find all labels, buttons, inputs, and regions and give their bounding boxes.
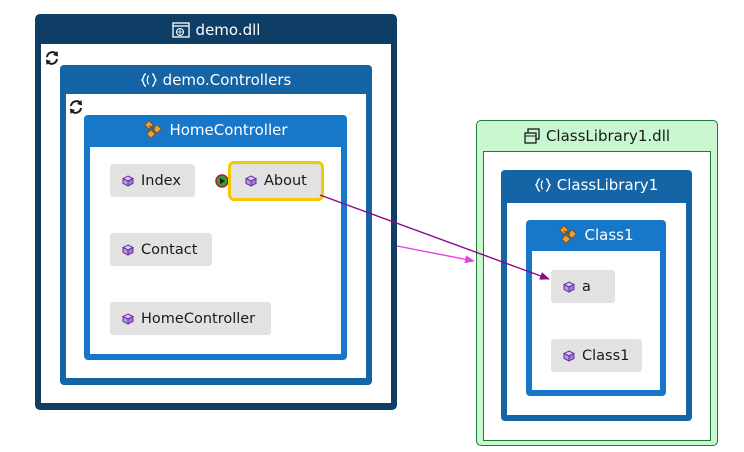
member-class1[interactable]: Class1 <box>551 339 642 372</box>
member-index[interactable]: Index <box>110 164 195 197</box>
refresh-icon[interactable] <box>43 49 61 67</box>
demo-assembly-header[interactable]: demo.dll <box>35 18 397 42</box>
member-a[interactable]: a <box>551 270 615 303</box>
method-icon <box>563 349 575 362</box>
homecontroller-class-title: HomeController <box>169 121 288 139</box>
member-label: Class1 <box>582 347 630 364</box>
method-icon <box>122 174 134 187</box>
member-dependency-arrow[interactable] <box>319 194 550 280</box>
method-icon <box>122 243 134 256</box>
class1-class-title: Class1 <box>584 226 634 244</box>
assembly-icon <box>524 128 540 144</box>
demo-assembly-title: demo.dll <box>195 21 261 39</box>
assembly-dependency-arrow[interactable] <box>396 245 475 264</box>
member-label: HomeController <box>141 310 256 327</box>
method-icon <box>122 312 134 325</box>
member-contact[interactable]: Contact <box>110 233 212 266</box>
classlib-assembly-header[interactable]: ClassLibrary1.dll <box>477 125 717 147</box>
demo-namespace-header[interactable]: demo.Controllers <box>60 68 372 92</box>
class-icon <box>144 121 163 139</box>
member-label: About <box>264 173 307 189</box>
namespace-icon <box>140 73 157 87</box>
member-about[interactable]: About <box>228 161 324 201</box>
refresh-icon[interactable] <box>67 98 85 116</box>
class-icon <box>559 226 578 244</box>
homecontroller-class-header[interactable]: HomeController <box>84 117 347 143</box>
classlib-assembly-title: ClassLibrary1.dll <box>545 127 671 145</box>
method-icon <box>563 280 575 293</box>
class1-class-header[interactable]: Class1 <box>526 222 666 248</box>
assembly-icon <box>171 22 190 38</box>
member-homecontroller[interactable]: HomeController <box>110 302 271 335</box>
member-label: a <box>582 278 591 295</box>
classlib-namespace-title: ClassLibrary1 <box>556 176 659 194</box>
member-label: Index <box>141 172 181 189</box>
method-icon <box>245 175 257 187</box>
demo-namespace-title: demo.Controllers <box>162 71 292 89</box>
classlib-namespace-header[interactable]: ClassLibrary1 <box>501 173 692 197</box>
namespace-icon <box>534 178 551 192</box>
member-label: Contact <box>141 241 198 258</box>
